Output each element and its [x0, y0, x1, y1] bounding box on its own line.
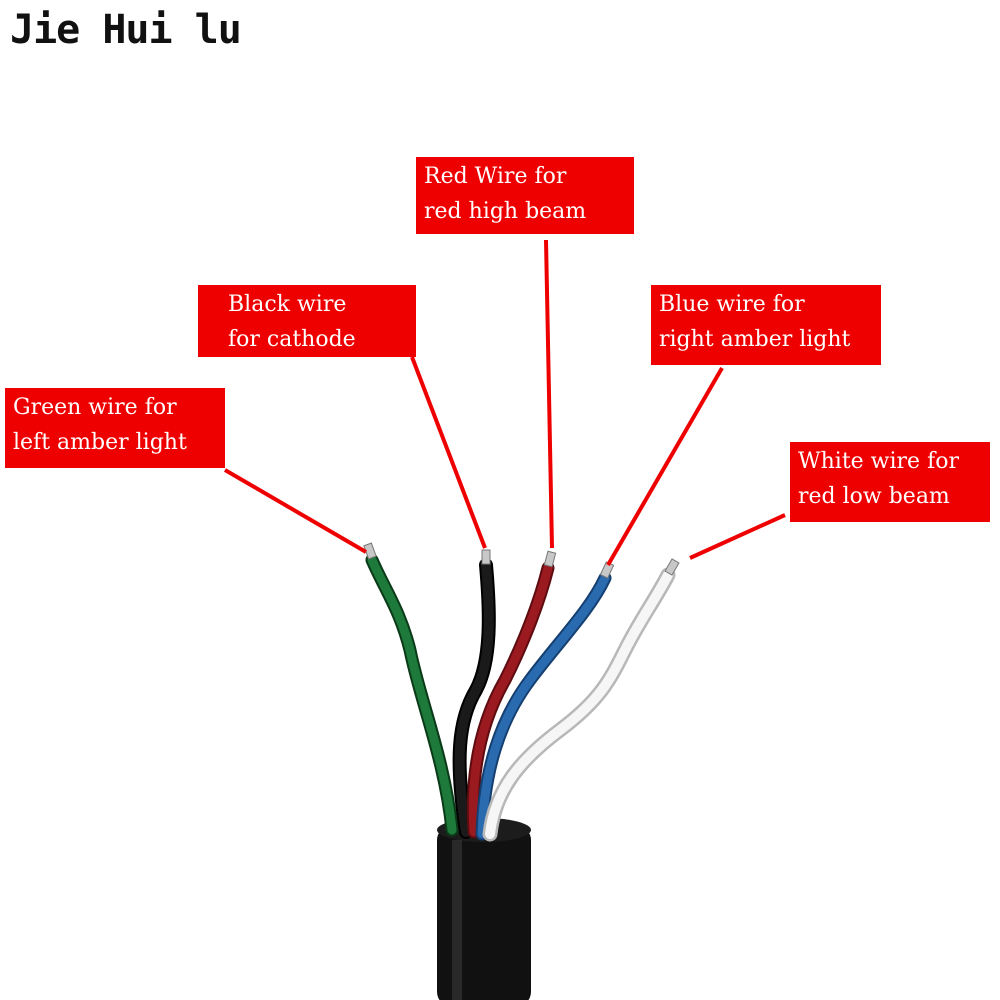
- green-wire-leader: [223, 468, 368, 554]
- cable-jacket: [437, 826, 531, 1000]
- red-wire-leader: [544, 239, 554, 549]
- white-wire-label: White wire for red low beam: [790, 442, 990, 522]
- red-wire-label: Red Wire for red high beam: [416, 157, 634, 234]
- blue-wire-leader: [606, 366, 724, 567]
- black-wire-tip: [481, 549, 491, 565]
- white-wire-leader: [689, 513, 786, 560]
- brand-title: Jie Hui lu: [10, 7, 242, 53]
- green-wire: [365, 553, 459, 837]
- black-wire-label: Black wire for cathode: [198, 285, 416, 357]
- blue-wire-label: Blue wire for right amber light: [651, 285, 881, 365]
- black-wire-leader: [410, 356, 487, 549]
- green-wire-tip: [363, 542, 377, 560]
- green-wire-label: Green wire for left amber light: [5, 388, 225, 468]
- red-wire-tip: [543, 550, 557, 568]
- white-wire-tip: [664, 558, 680, 576]
